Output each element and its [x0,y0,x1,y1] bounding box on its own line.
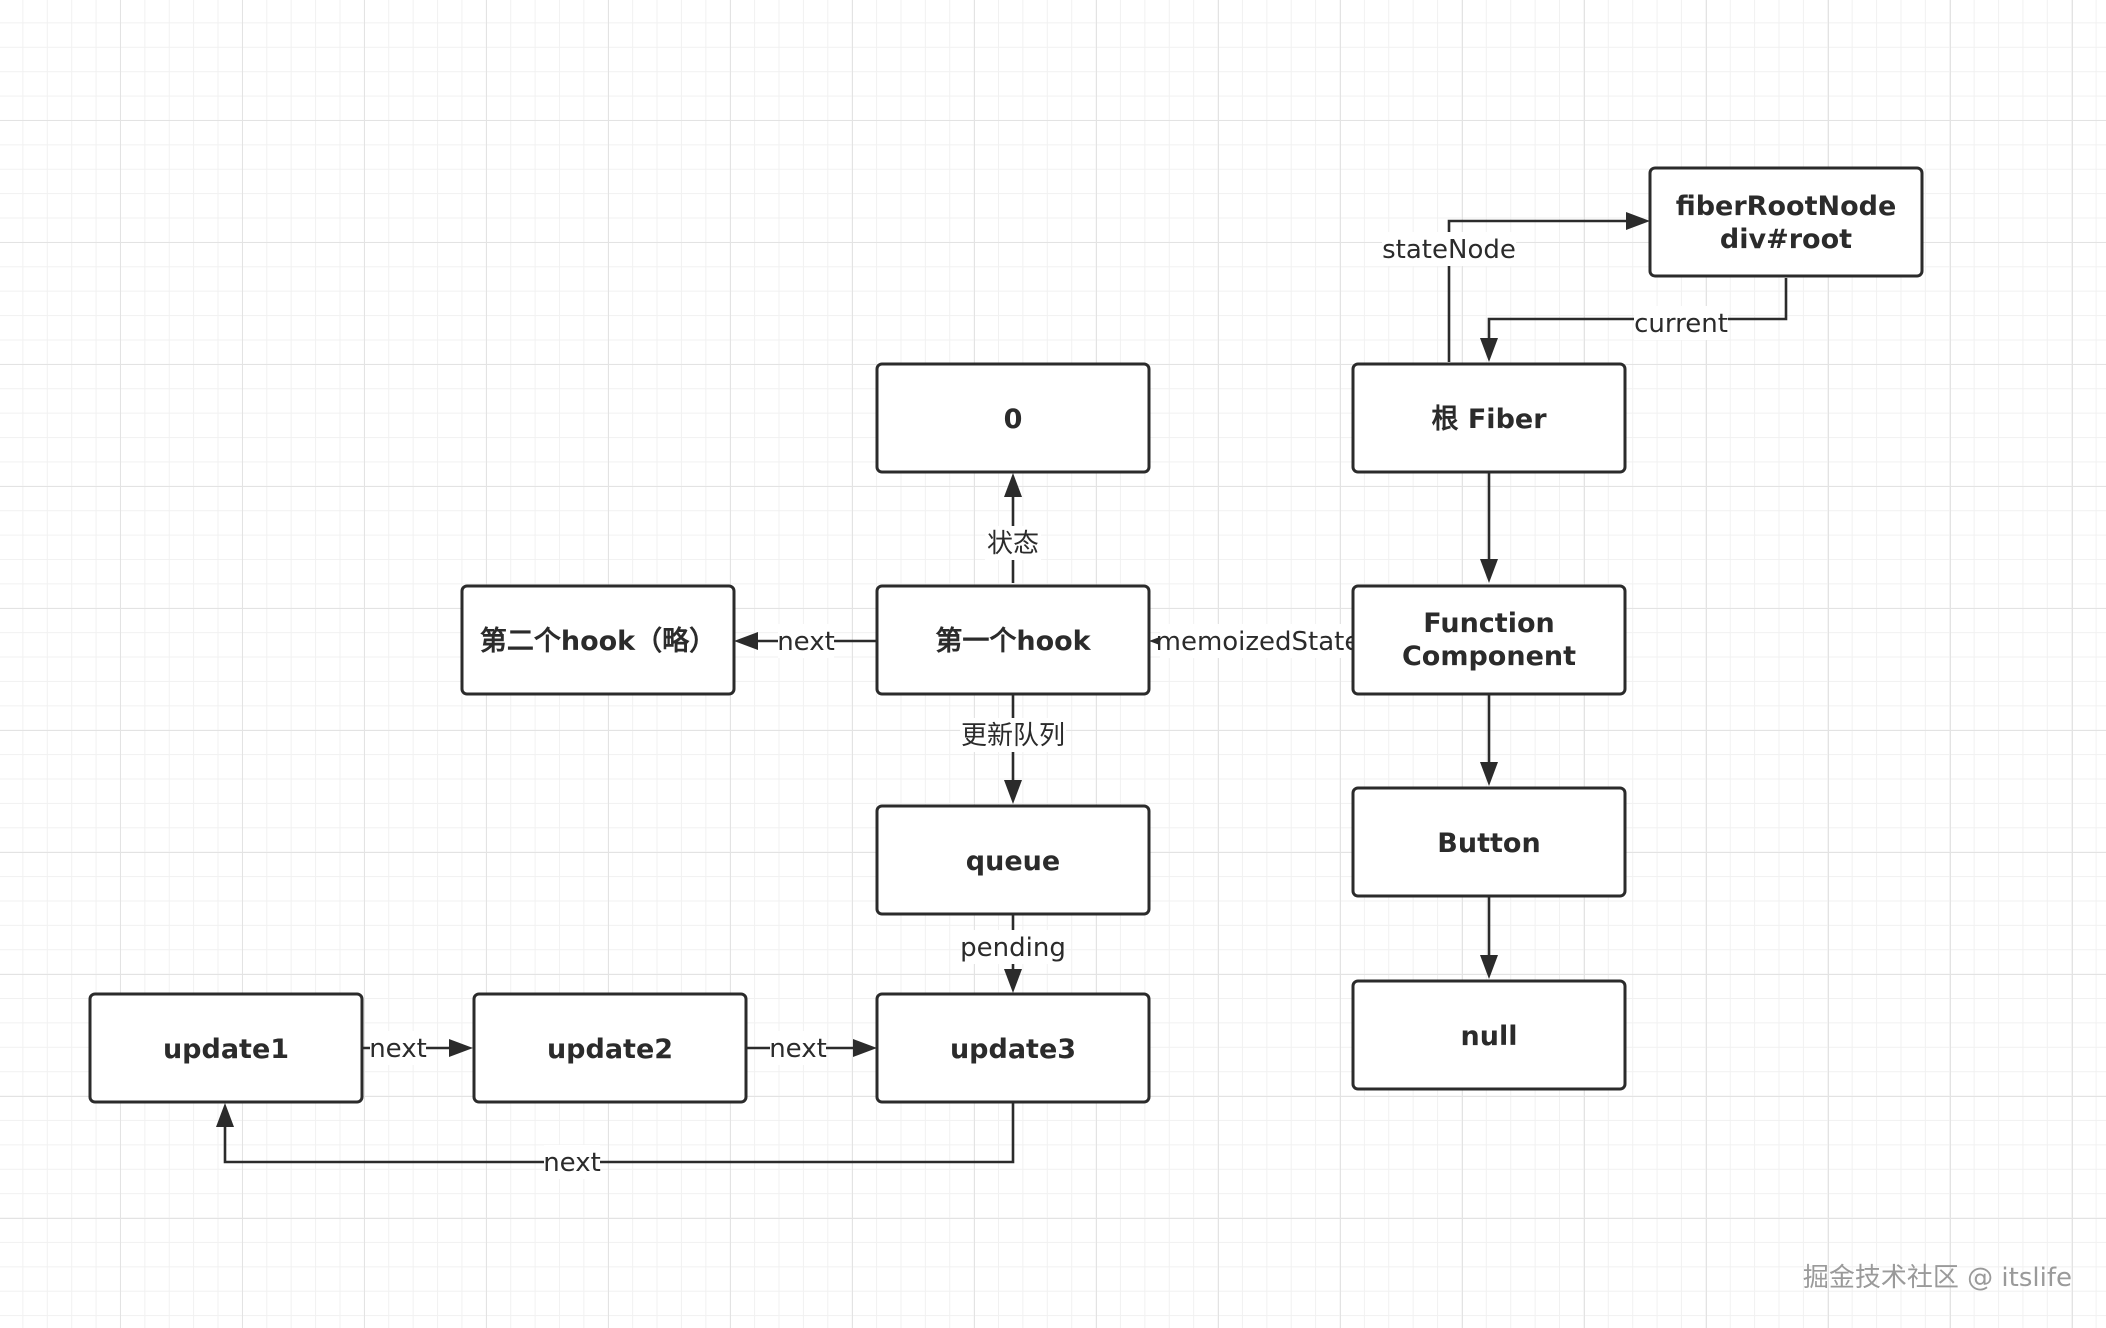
node-root-fiber[interactable]: 根 Fiber [1351,362,1627,474]
edge-label-state-node: stateNode [1382,235,1516,265]
edge-state-node: stateNode [1382,212,1650,362]
node-queue[interactable]: queue [875,804,1151,916]
node-label-fiber-root-node-line1: fiberRootNode [1676,191,1897,222]
edge-label-pending: pending [960,933,1066,963]
node-fiber-root-node[interactable]: fiberRootNode div#root [1648,166,1924,278]
edge-update3-next: next [216,1103,1015,1179]
node-label-hook1: 第一个hook [935,625,1091,657]
edge-update-queue: 更新队列 [960,694,1066,804]
node-label-null: null [1461,1021,1518,1052]
edge-label-memoized-state: memoizedState [1156,627,1361,657]
edge-label-update-queue: 更新队列 [961,721,1065,751]
node-label-button: Button [1437,828,1540,859]
edge-label-update2-next: next [769,1034,827,1064]
edge-hook-next: next [734,624,877,658]
edge-update2-next: next [746,1031,877,1065]
edge-label-status: 状态 [987,529,1039,559]
node-update3[interactable]: update3 [875,992,1151,1104]
node-label-fiber-root-node-line2: div#root [1720,224,1852,255]
node-zero[interactable]: 0 [875,362,1151,474]
node-update2[interactable]: update2 [472,992,748,1104]
node-label-update1: update1 [163,1034,289,1065]
node-function-component[interactable]: Function Component [1351,584,1627,696]
node-hook1[interactable]: 第一个hook [875,584,1151,696]
edge-label-hook-next: next [777,627,835,657]
edge-update1-next: next [362,1031,473,1065]
edge-label-current: current [1634,309,1728,339]
node-update1[interactable]: update1 [88,992,364,1104]
node-label-zero: 0 [1004,404,1023,435]
node-hook2[interactable]: 第二个hook（略） [460,584,736,696]
node-button[interactable]: Button [1351,786,1627,898]
node-label-function-component-line2: Component [1402,641,1576,672]
node-null[interactable]: null [1351,979,1627,1091]
edge-pending: pending [960,915,1066,993]
edge-button-to-null [1480,897,1498,979]
node-label-queue: queue [966,846,1060,877]
edge-status: 状态 [985,473,1041,583]
edge-label-update3-next: next [543,1148,601,1178]
edge-memoized-state: memoizedState [1149,624,1360,658]
edge-function-to-button [1480,694,1498,786]
watermark: 掘金技术社区 @ itslife [1802,1263,2072,1293]
edge-root-to-function [1480,473,1498,583]
node-label-update3: update3 [950,1034,1076,1065]
edge-current: current [1480,278,1788,362]
edge-label-update1-next: next [369,1034,427,1064]
node-label-hook2: 第二个hook（略） [480,625,716,657]
node-label-root-fiber: 根 Fiber [1431,404,1547,435]
node-label-update2: update2 [547,1034,673,1065]
node-label-function-component-line1: Function [1423,608,1554,639]
